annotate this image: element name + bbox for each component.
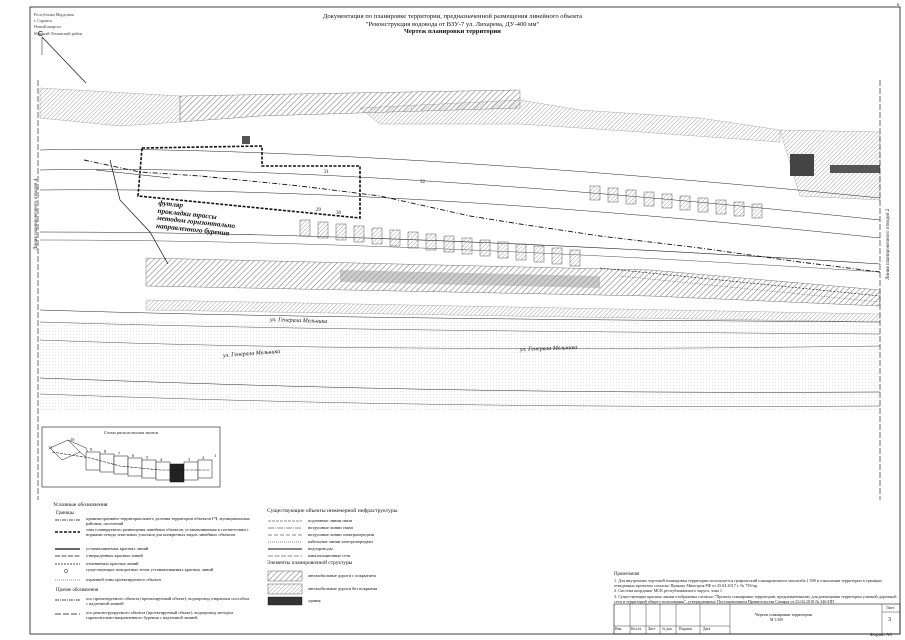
legend2-item: воздушные линии связи [308,525,353,530]
legend-item: утвержденных красных линий [86,553,143,558]
legend-item: ось проектируемого объекта (проектируемы… [86,596,250,606]
note-line: 1. Для внутренних чертежей планировки те… [614,577,883,589]
scheme-sheet-number: 7 [118,451,121,456]
scheme-sheet-number: 1 [214,453,217,458]
scheme-sheet-number: 9 [90,447,93,452]
legend-item: отменяемых красных линий [86,561,139,566]
legend2-item: кабельные линии электропередачи [308,539,373,544]
legend2-item: канализационные сети [308,553,351,558]
stamp-sheet-number: 3 [888,617,891,623]
scheme-title: Схема расположения листов [104,430,159,435]
stamp-column: Лист [648,627,656,631]
legend-samples-1 [55,519,80,615]
legend-item: существующих поворотных точек устанавлив… [86,567,214,572]
scheme-sheet-number: 2 [202,455,205,460]
format-label: Формат А3 [870,632,892,637]
notes-title: Примечания [614,572,640,577]
note-line: 2. Система координат МСК республиканског… [614,588,724,594]
header-left-block: Республика Мордовия г. Саранск Новый ква… [34,12,83,38]
legend-item: устанавливаемых красных линий [86,546,149,551]
scheme-sheet-number: 11 [48,445,53,450]
title-block [613,603,901,635]
planned-placement-zone [137,145,361,219]
stamp-sheet-label: Лист [886,605,895,610]
right-boundary-label: Линия планировочного отводов 2 [886,208,891,280]
scheme-sheet-number: 6 [132,453,135,458]
stamp-column: Дата [703,627,711,631]
title-line-1: Документация по планировке территории, п… [322,13,583,20]
hatched-road-strip [145,257,881,323]
header-left-line: г. Саранск [34,18,53,24]
scheme-sheet-number: 4 [160,457,163,462]
garage-row [299,185,763,267]
scheme-sheet-number: 5 [146,455,149,460]
parcel-number: 31 [324,170,329,175]
legend2-item: воздушные линии электропередачи [308,532,375,537]
scheme-sheet-number: 10 [70,437,75,442]
note-line: 3. Существующие красные линии отображены… [614,593,897,604]
stamp-column: Кол.уч [631,627,642,631]
legend3-item: автомобильные дороги с покрытием [308,573,376,578]
corner-mark: 6 [897,2,900,7]
legend2-item: водопроводы [308,546,333,551]
left-boundary-label: Линия планировочного отводов 4 [34,178,39,250]
legend2-item: подземные линии связи [308,518,353,523]
sheet-layout-scheme [41,426,221,488]
parcel-number: 29 [316,208,321,213]
title-line-2: "Реконструкция водовода от ВЗУ-7 ул. Лих… [365,21,540,28]
building-dark-2 [830,165,880,173]
stamp-column: Подпись [679,627,693,631]
parcel-number: 32 [420,180,425,185]
header-left-line: Мирный-Ленинский район [34,30,83,36]
legend-group-title: Границы [56,511,74,516]
stamp-title: Чертеж планировки территории [755,612,812,617]
legend-item: административно-территориального деления… [86,516,250,526]
legend3-title: Элементы планировочной структуры [267,560,353,566]
scheme-sheet-number: 8 [104,449,107,454]
scheme-sheet-number: 3 [188,457,191,462]
legend-group-title: Прочие обозначения [56,588,98,593]
lower-area-texture [40,322,880,412]
header-left-line: Республика Мордовия [34,12,74,17]
legend2-title: Существующие объекты инженерной инфрастр… [267,508,398,514]
stamp-column: Изм. [615,627,623,631]
building-dark-3 [242,136,250,144]
stamp-column: № док. [662,627,673,631]
notes-block: Примечания 1. Для внутренних чертежей пл… [614,572,899,604]
dashed-boundary-right [599,267,881,303]
title-line-3: Чертеж планировки территории [404,28,501,35]
legend-title: Условные обозначения [53,502,108,508]
building-dark-1 [790,154,814,176]
stamp-subtitle: М 1:500 [770,618,783,622]
header-left-line: Новый квартал [34,24,61,30]
legend-item: охранной зоны проектируемого объекта [86,577,161,582]
legend-item: ось реконструируемого объекта (проектиру… [86,610,234,620]
sheet-frame [29,6,901,635]
parcel-number: 30 [336,211,341,216]
legend3-item: автомобильные дороги без покрытия [308,586,378,591]
legend-item: зона планируемого размещения линейных об… [86,527,249,537]
north-arrow: С [38,31,87,84]
legend3-item: здания [308,598,321,603]
pipeline-route [83,159,881,273]
legend-samples-2 [267,520,303,606]
svg-text:С: С [38,31,43,38]
